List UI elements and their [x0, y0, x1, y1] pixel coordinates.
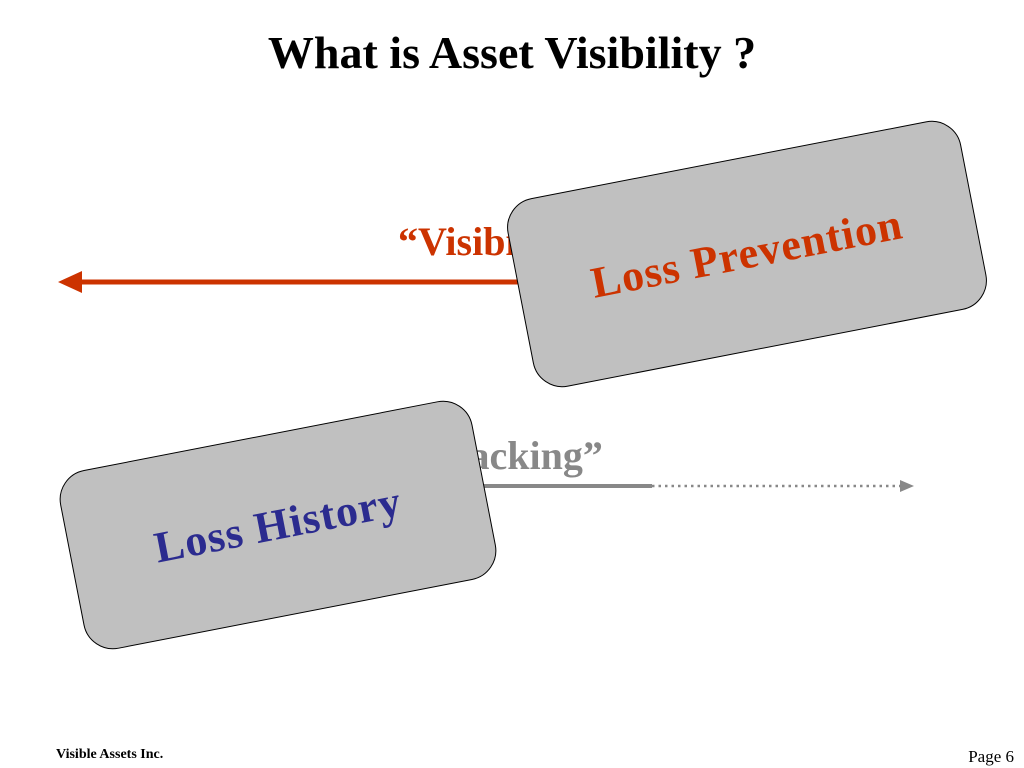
- page-number: Page 6: [968, 747, 1014, 766]
- loss-history-label: Loss History: [150, 476, 406, 573]
- tracking-arrow: [470, 480, 914, 492]
- footer-company: Visible Assets Inc.: [56, 747, 164, 762]
- visibility-arrow-head: [58, 271, 82, 293]
- visibility-arrow: [58, 271, 560, 293]
- slide-title: What is Asset Visibility ?: [267, 27, 757, 78]
- tracking-arrow-head: [900, 480, 914, 492]
- loss-prevention-label: Loss Prevention: [587, 199, 907, 308]
